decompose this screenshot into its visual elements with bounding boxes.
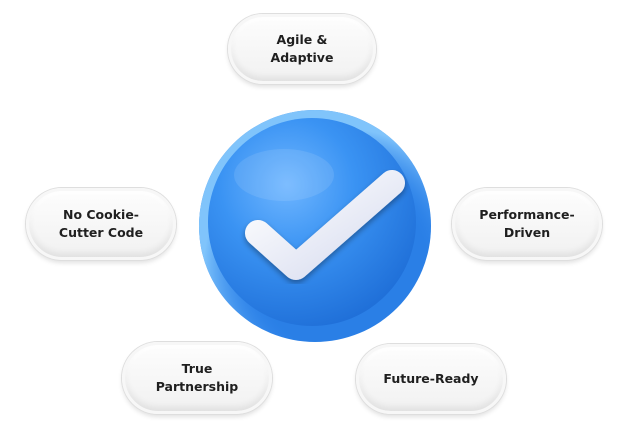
feature-label: Agile & Adaptive [270,32,334,65]
feature-pill-agile-adaptive: Agile & Adaptive [228,14,376,84]
feature-label: No Cookie- Cutter Code [58,207,144,240]
checkmark-badge [199,110,431,342]
feature-pill-true-partnership: True Partnership [122,342,272,414]
feature-label: True Partnership [155,361,239,394]
feature-label: Future-Ready [383,371,479,386]
feature-pill-future-ready: Future-Ready [356,344,506,414]
checkmark-icon [245,170,405,280]
feature-pill-no-cookie-cutter-code: No Cookie- Cutter Code [26,188,176,260]
feature-pill-performance-driven: Performance- Driven [452,188,602,260]
feature-label: Performance- Driven [479,207,575,240]
